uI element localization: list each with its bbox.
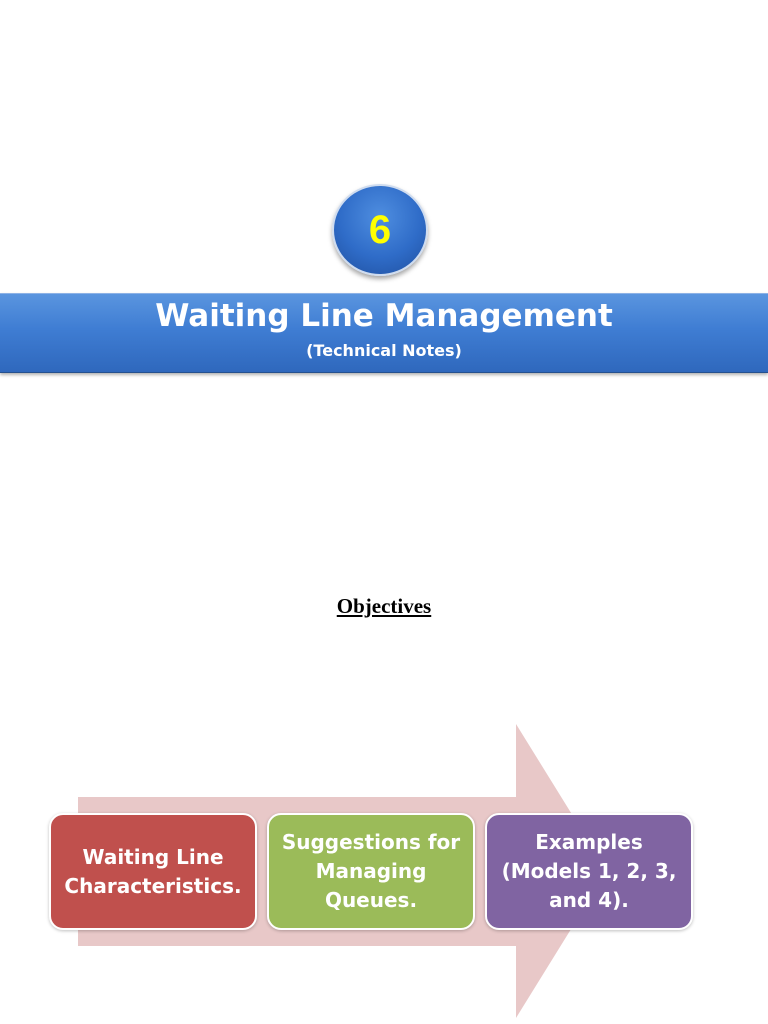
objective-label: Examples (Models 1, 2, 3, and 4).: [501, 830, 677, 912]
objectives-heading: Objectives: [336, 594, 432, 618]
objective-box-characteristics: Waiting Line Characteristics.: [49, 813, 257, 930]
title-banner: Waiting Line Management (Technical Notes…: [0, 293, 768, 373]
objective-label: Waiting Line Characteristics.: [64, 844, 242, 898]
chapter-badge: 6: [332, 184, 428, 276]
objective-box-suggestions: Suggestions for Managing Queues.: [267, 813, 475, 930]
objective-label: Suggestions for Managing Queues.: [281, 830, 461, 912]
page-subtitle: (Technical Notes): [306, 341, 462, 360]
objective-box-examples: Examples (Models 1, 2, 3, and 4).: [485, 813, 693, 930]
page-title: Waiting Line Management: [155, 298, 613, 334]
chapter-number: 6: [368, 208, 392, 252]
